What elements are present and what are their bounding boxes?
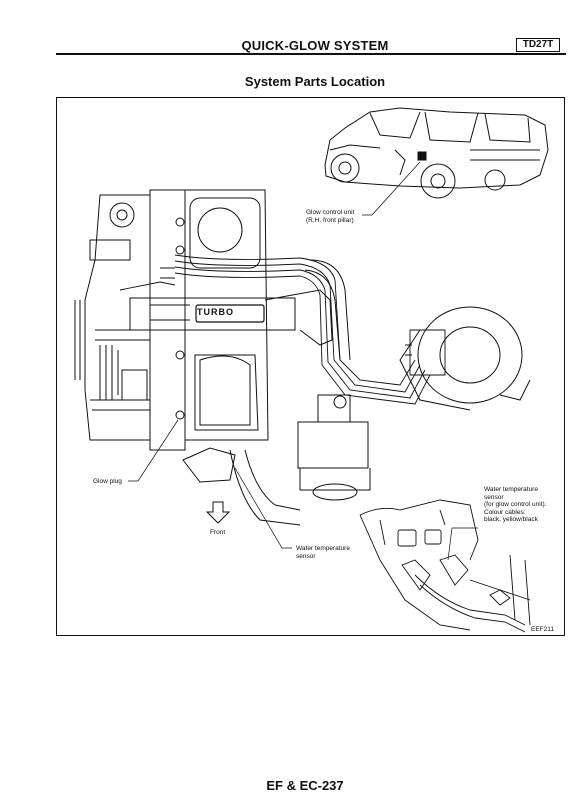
front-label: Front [210, 529, 226, 536]
page-subtitle: System Parts Location [244, 74, 386, 89]
engine-code-badge: TD27T [516, 38, 560, 52]
water-temp-sensor-label: Water temperature sensor [296, 545, 350, 560]
leader-lines [128, 161, 478, 561]
engine-drawing [74, 189, 531, 526]
vehicle-drawing [324, 107, 549, 199]
section-header-title: QUICK-GLOW SYSTEM [241, 38, 389, 53]
water-temp-sensor-detail-label: Water temperature sensor (for glow contr… [484, 486, 547, 523]
figure-frame [56, 97, 565, 636]
glow-plug-label: Glow plug [93, 478, 122, 485]
wiring-harness [119, 254, 446, 405]
figure-code: EEF211 [531, 626, 555, 633]
turbo-label: TURBO [197, 307, 234, 317]
header-rule [56, 53, 566, 55]
page-number: EF & EC-237 [266, 778, 344, 793]
glow-control-unit-label: Glow control unit (R.H. front pillar) [306, 209, 355, 224]
sensor-detail-inset [359, 499, 531, 633]
front-arrow-icon [205, 501, 231, 524]
